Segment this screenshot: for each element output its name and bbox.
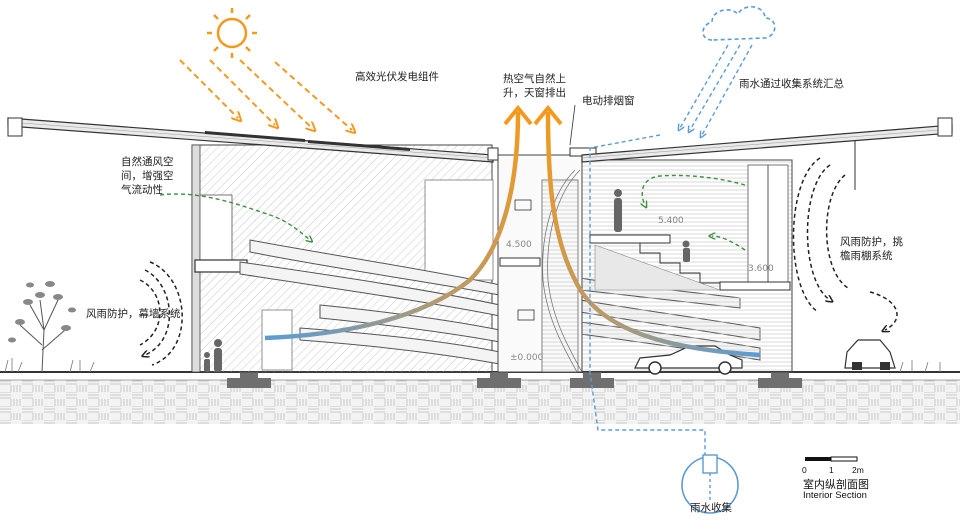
label-solar: 高效光伏发电组件 [355, 71, 439, 83]
rain-tank-icon [681, 454, 739, 514]
wind-arcs [139, 157, 898, 366]
elevation-0000: ±0.000 [510, 353, 544, 363]
label-smoke-window: 电动排烟窗 [582, 95, 635, 107]
drawing-title-en: Interior Section [803, 490, 867, 501]
label-rain-tank: 雨水收集 [690, 502, 732, 514]
people [204, 189, 690, 372]
leader-line [569, 104, 576, 146]
elevation-5400: 5.400 [658, 216, 684, 226]
hot-air-flow [264, 111, 761, 358]
scale-bar [805, 456, 858, 462]
shrubs [4, 358, 941, 373]
tree [8, 281, 76, 373]
elevation-4500: 4.500 [506, 240, 532, 250]
car-exterior [844, 339, 896, 370]
elevation-3600: 3.600 [748, 264, 774, 274]
drawing-title-cn: 室内纵剖面图 [803, 478, 869, 491]
scale-tick-2: 2m [852, 465, 864, 475]
solar-panels [205, 131, 410, 151]
sun-rays [179, 59, 352, 130]
rain-path [589, 44, 753, 455]
label-vent-2: 间，增强空 [121, 170, 174, 182]
scale-tick-1: 1 [829, 465, 834, 475]
hot-air-arrowheads [503, 104, 563, 126]
central-atrium [487, 147, 597, 373]
ventilation-flow [159, 174, 746, 251]
scale-tick-0: 0 [802, 465, 807, 475]
label-wind-right-2: 檐雨棚系统 [840, 250, 893, 262]
right-roof [581, 117, 953, 190]
label-hot-air-1: 热空气自然上 [503, 73, 566, 85]
sun-icon [207, 8, 257, 58]
label-hot-air-2: 升，天窗排出 [503, 87, 566, 99]
label-wind-left: 风雨防护，幕墙系统 [86, 308, 181, 320]
label-vent-3: 气流动性 [121, 184, 163, 196]
label-vent-1: 自然通风空 [121, 156, 174, 168]
label-wind-right-1: 风雨防护，挑 [840, 236, 903, 248]
foundations [227, 372, 802, 388]
rain-cloud-icon [702, 6, 776, 41]
label-rain-collect: 雨水通过收集系统汇总 [739, 78, 844, 90]
